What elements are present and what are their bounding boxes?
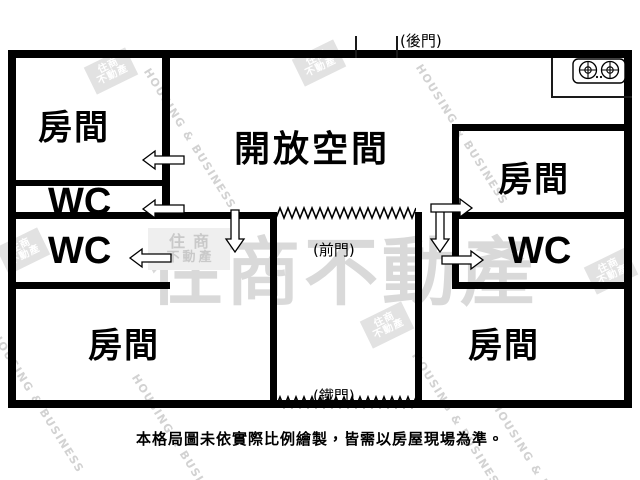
watermark-badge-4-line-2: 不動產: [595, 262, 631, 288]
kitchen-counter-bottom-edge: [551, 96, 632, 98]
door-arrow-wc-lower-left: [128, 246, 173, 270]
front-door-zigzag: [276, 206, 416, 220]
wall-between-right-wc-and-room: [452, 282, 632, 289]
watermark-badge-3: 住商 不動產: [359, 301, 415, 349]
watermark-badge-5-line-2: 不動產: [7, 242, 43, 268]
wall-right-top-room-top: [452, 124, 632, 131]
watermark-badge-2-line-2: 不動產: [303, 54, 339, 80]
watermark-diagonal-4: HOUSING & BUSINESS: [408, 350, 507, 480]
watermark-badge-4: 住商 不動產: [583, 247, 639, 295]
watermark-diagonal-2: HOUSING & BUSINESS: [412, 62, 511, 208]
watermark-badge-4-line-1: 住商: [596, 256, 621, 276]
door-arrow-room-top-left: [141, 148, 186, 172]
disclaimer-note: 本格局圖未依實際比例繪製，皆需以房屋現場為準。: [135, 430, 504, 448]
door-arrow-wc-upper-left: [141, 197, 186, 221]
room-label-room-bottom-left: 房間: [88, 326, 160, 366]
watermark-badge-5-line-1: 住商: [8, 236, 33, 256]
exterior-wall-top: [8, 50, 632, 58]
watermark-diagonal-1: HOUSING & BUSINESS: [140, 66, 239, 212]
door-label-back-door: (後門): [400, 32, 442, 50]
room-label-room-top-left: 房間: [38, 108, 110, 148]
exterior-wall-right: [624, 50, 632, 408]
door-arrow-wc-right: [440, 248, 485, 272]
watermark-badge-5: 住商 不動產: [0, 227, 51, 275]
room-label-wc-right: WC: [508, 230, 572, 272]
watermark-diagonal-3: HOUSING & BUSINESS: [128, 372, 227, 480]
room-label-open-space: 開放空間: [234, 129, 391, 170]
back-door-tick-right: [396, 36, 398, 58]
watermark-badge-2: 住商 不動產: [291, 39, 347, 87]
wall-bottom-left-room-right: [270, 212, 277, 408]
gas-stove-icon: [572, 58, 626, 84]
room-label-wc-lower-left: WC: [48, 230, 112, 272]
room-label-wc-upper-left: WC: [48, 181, 112, 223]
door-arrow-room-top-right: [429, 196, 474, 220]
door-label-iron-door: (鐵門): [313, 387, 355, 405]
room-label-room-top-right: 房間: [498, 160, 570, 200]
watermark-badge-2-line-1: 住商: [304, 48, 329, 68]
watermark-badge-1-line-2: 不動產: [95, 62, 131, 88]
watermark-badge-1-line-1: 住商: [96, 56, 121, 76]
back-door-tick-left: [355, 36, 357, 58]
watermark-diagonal-5: HOUSING & BUSINESS: [0, 330, 87, 476]
watermark-badge-3-line-2: 不動產: [371, 316, 407, 342]
door-arrow-left-hall: [223, 208, 247, 254]
watermark-badge-3-line-1: 住商: [372, 310, 397, 330]
wall-between-lower-wc-and-room: [8, 282, 170, 289]
kitchen-counter-left-edge: [551, 58, 553, 98]
room-label-room-bottom-right: 房間: [468, 326, 540, 366]
door-label-front-door: (前門): [313, 241, 355, 259]
wall-left-block-vertical: [162, 50, 170, 212]
wall-between-right-room-and-wc: [452, 212, 632, 219]
watermark-badge-1: 住商 不動產: [83, 47, 139, 95]
wall-front-hall-right: [415, 212, 422, 408]
exterior-wall-left: [8, 50, 16, 408]
